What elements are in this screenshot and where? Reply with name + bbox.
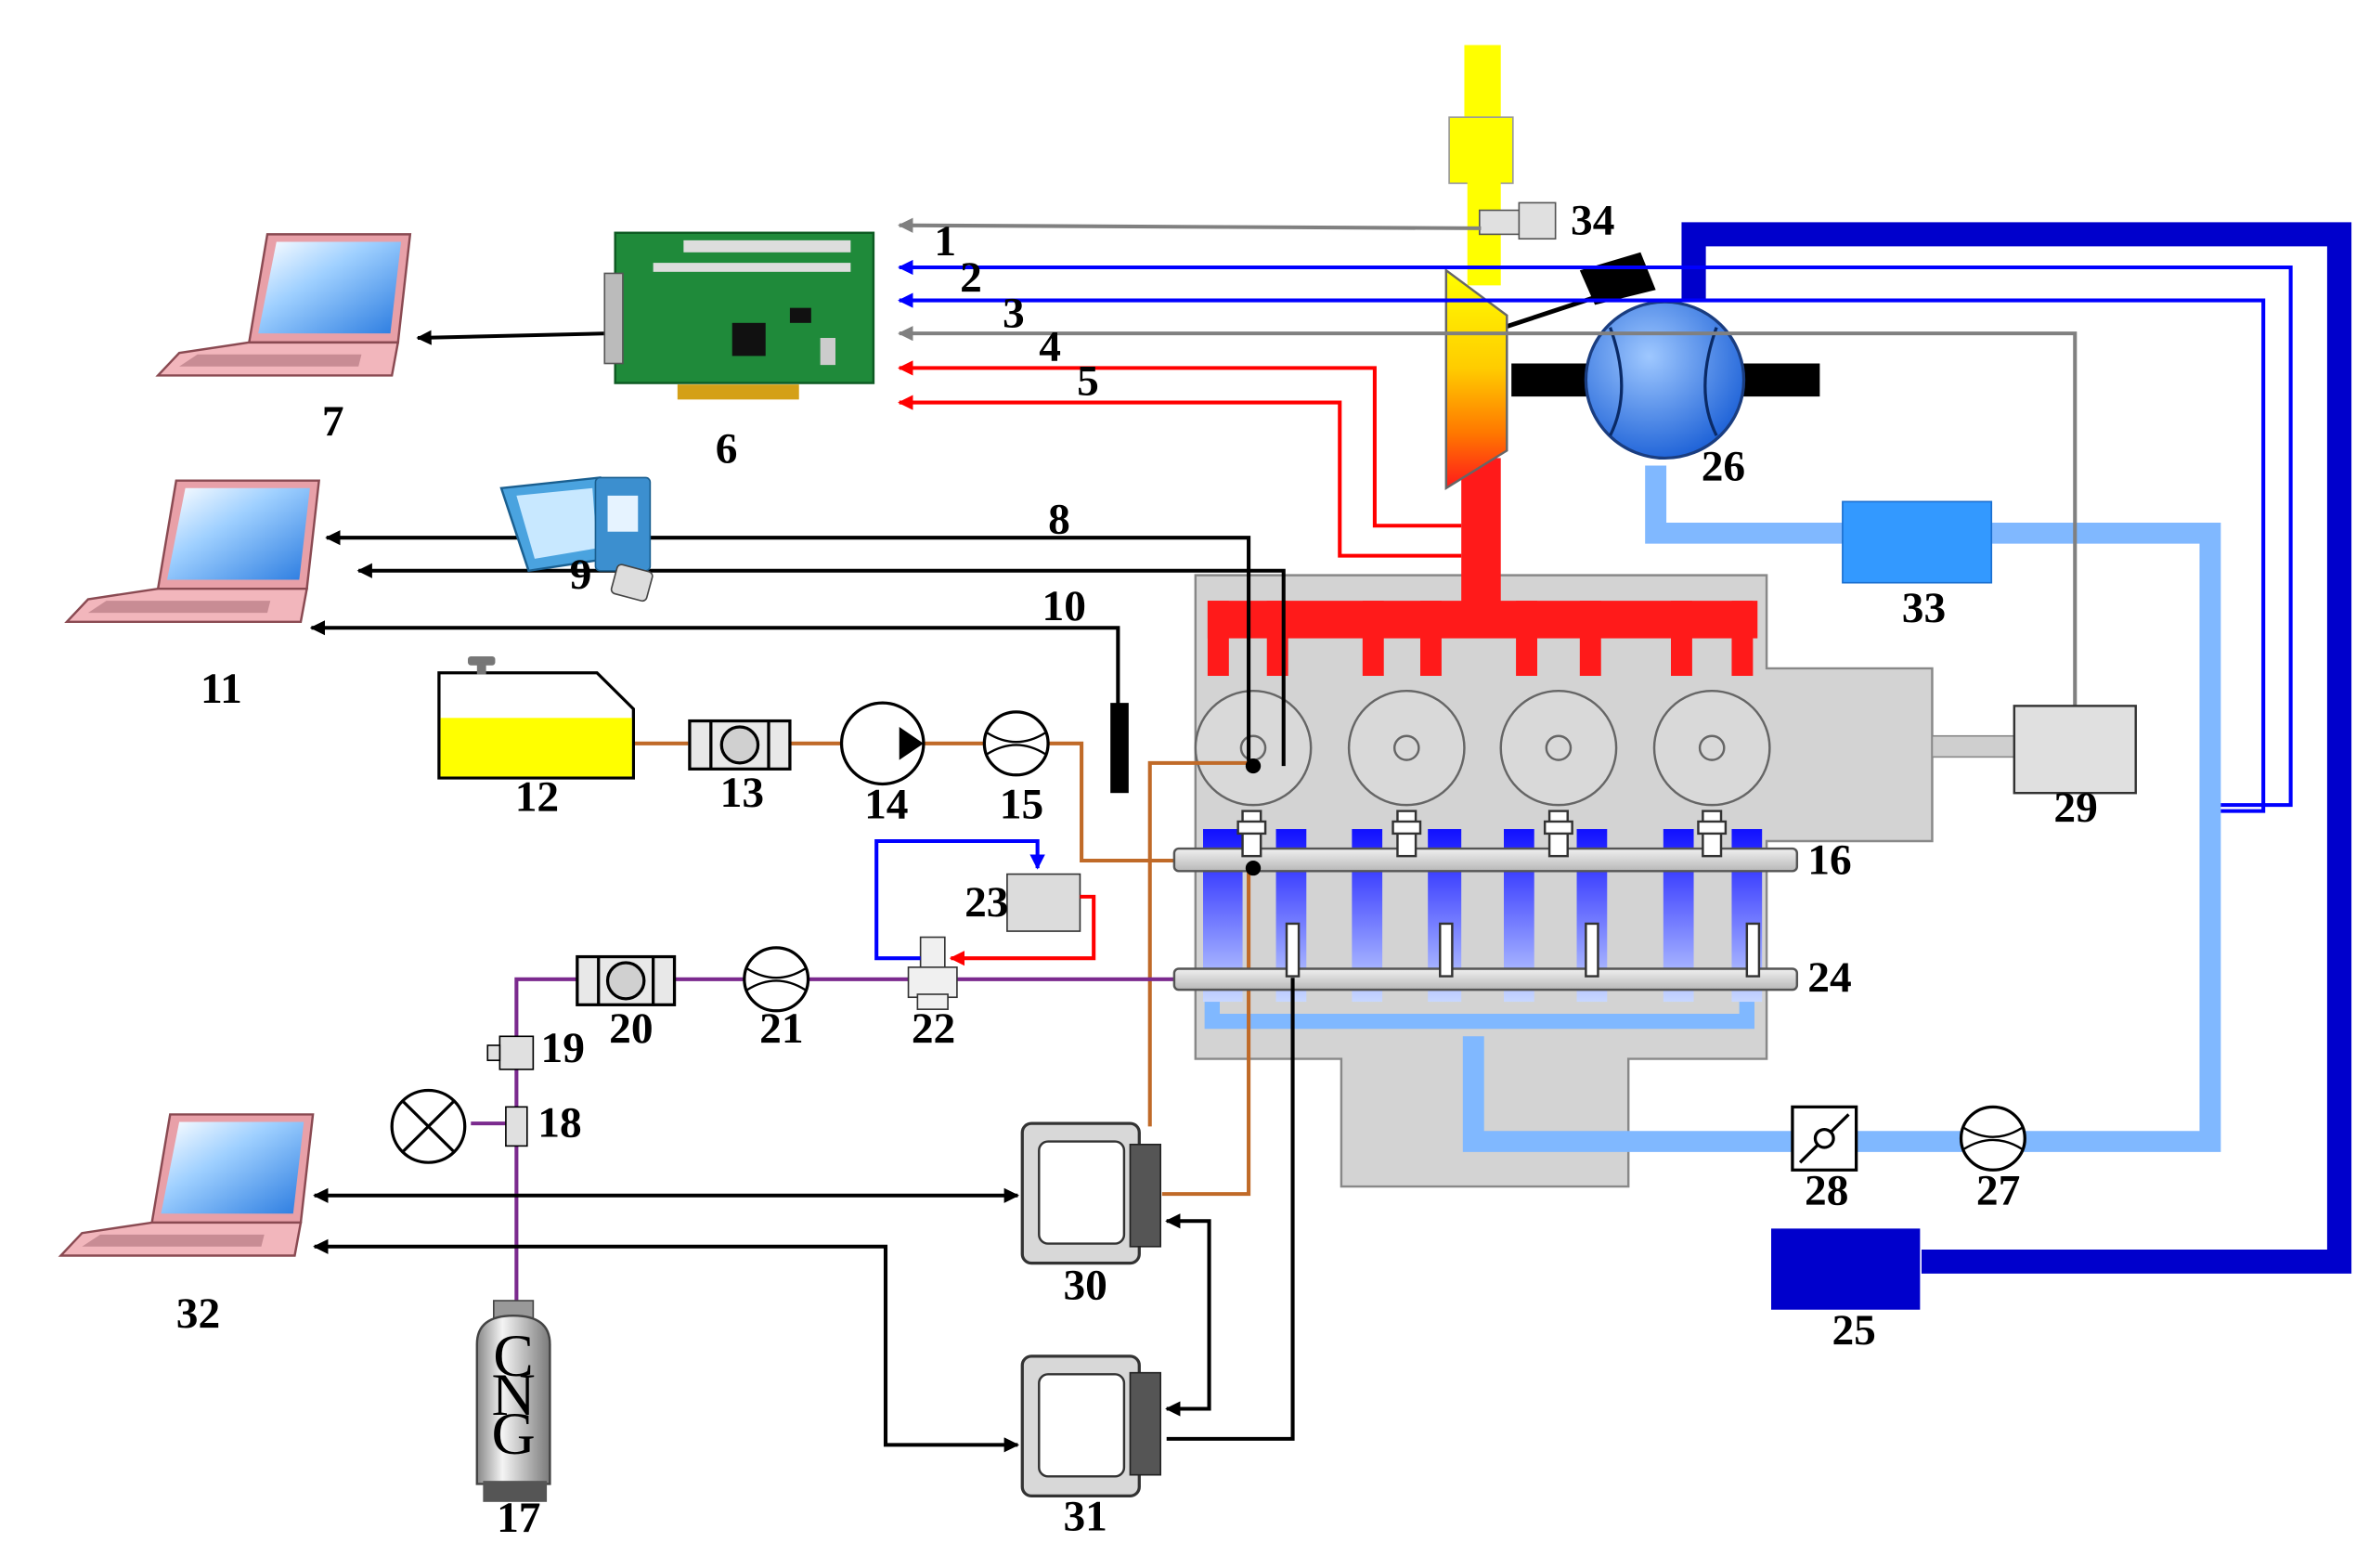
signal-label-2: 2 xyxy=(960,253,982,302)
coolant-circuit xyxy=(1462,465,2221,1152)
signal-label-4: 4 xyxy=(1039,323,1061,371)
label-24: 24 xyxy=(1807,953,1851,1002)
cng-rail xyxy=(1172,967,1799,991)
label-34: 34 xyxy=(1571,197,1614,245)
label-18: 18 xyxy=(537,1099,581,1147)
laptop-11 xyxy=(64,479,321,623)
label-23: 23 xyxy=(964,878,1008,927)
fuel-filter xyxy=(688,719,792,771)
daq-card xyxy=(603,231,875,400)
signal-label-3: 3 xyxy=(1003,290,1025,338)
ecu-cng xyxy=(1020,1354,1162,1497)
shutoff-valve xyxy=(486,1035,535,1070)
dynamometer xyxy=(2013,705,2137,795)
label-6: 6 xyxy=(716,425,738,473)
laptop-7 xyxy=(155,233,412,377)
label-32: 32 xyxy=(176,1289,220,1338)
label-14: 14 xyxy=(864,781,908,829)
component-labels: 6 7 11 12 13 14 15 16 17 18 19 20 21 22 … xyxy=(176,197,2098,1542)
signal-label-9: 9 xyxy=(570,551,592,599)
ecu-communication-lines xyxy=(313,978,1295,1453)
thermostat xyxy=(1791,1105,1858,1172)
label-22: 22 xyxy=(912,1004,955,1053)
signal-label-5: 5 xyxy=(1077,357,1099,406)
label-31: 31 xyxy=(1063,1493,1107,1541)
label-7: 7 xyxy=(322,397,344,446)
label-17: 17 xyxy=(497,1494,540,1542)
label-27: 27 xyxy=(1976,1167,2020,1215)
ecu-diesel xyxy=(1020,1121,1162,1265)
diesel-rail xyxy=(1172,847,1799,873)
label-16: 16 xyxy=(1807,836,1851,885)
heat-exchanger-lines xyxy=(874,838,1096,966)
signal-lines xyxy=(898,217,2293,813)
fuel-tank xyxy=(437,655,635,780)
cng-injectors xyxy=(1285,922,1761,978)
pressure-gauge xyxy=(390,1088,528,1164)
signal-label-1: 1 xyxy=(934,217,956,266)
heat-exchanger xyxy=(1006,873,1081,932)
label-13: 13 xyxy=(720,769,764,817)
fuel-pump xyxy=(839,701,926,786)
kistler-unit xyxy=(499,476,654,603)
cng-tank: C N G xyxy=(475,1300,551,1502)
radiator xyxy=(1842,500,1993,584)
engine-block xyxy=(1194,574,2017,1188)
coolant-flowmeter xyxy=(1959,1105,2026,1172)
pressure-regulator xyxy=(907,936,958,1010)
fuel-flowmeter xyxy=(982,710,1050,777)
label-30: 30 xyxy=(1063,1262,1107,1310)
diesel-injectors xyxy=(1236,810,1728,858)
exhaust-sensor xyxy=(1479,201,1557,240)
laptop-32 xyxy=(58,1113,315,1257)
label-26: 26 xyxy=(1702,443,1745,491)
label-29: 29 xyxy=(2053,784,2097,832)
signal-line-labels: 1 2 3 4 5 8 9 10 xyxy=(570,217,1099,630)
charge-air-pipe xyxy=(1681,222,2352,1274)
crank-angle-encoder xyxy=(1110,703,1129,794)
cng-letter-g: G xyxy=(491,1401,535,1468)
label-15: 15 xyxy=(1000,781,1043,829)
label-19: 19 xyxy=(541,1024,585,1072)
label-21: 21 xyxy=(759,1004,803,1053)
cng-filter xyxy=(576,954,677,1006)
label-11: 11 xyxy=(201,665,242,713)
exhaust-manifold xyxy=(1207,458,1758,677)
signal-label-8: 8 xyxy=(1048,496,1070,544)
cng-flowmeter xyxy=(743,946,810,1013)
turbocharger xyxy=(1503,252,1820,460)
diesel-lines xyxy=(627,741,1251,1197)
label-25: 25 xyxy=(1832,1306,1875,1354)
label-33: 33 xyxy=(1902,584,1946,632)
label-20: 20 xyxy=(609,1004,653,1053)
label-28: 28 xyxy=(1805,1167,1848,1215)
signal-label-10: 10 xyxy=(1042,582,1086,630)
intercooler-box xyxy=(1771,1228,1921,1310)
label-12: 12 xyxy=(515,773,559,822)
